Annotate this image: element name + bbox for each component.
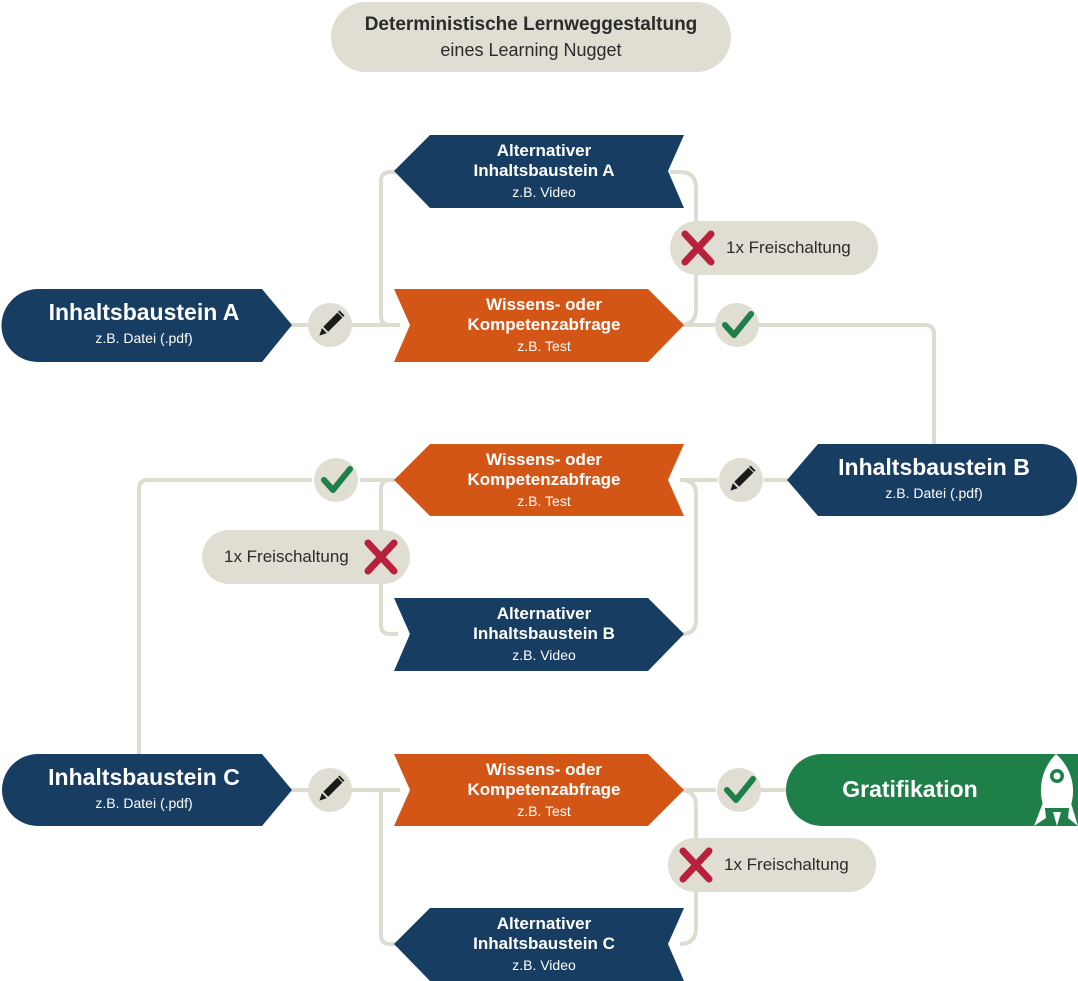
diagram-subtitle: eines Learning Nugget [440,40,622,60]
check-icon [314,458,358,502]
rocket-icon [1034,754,1078,826]
unlock-pill-2 [202,530,410,584]
diagram-title-pill: Deterministische Lernweggestaltung eines… [331,2,731,72]
cross-icon [679,847,713,883]
content-block-b[interactable] [787,444,1077,516]
quiz-block-1[interactable] [394,289,684,362]
gratification-block[interactable] [786,754,1078,826]
alt-content-block-a[interactable] [394,135,684,208]
diagram-title: Deterministische Lernweggestaltung [364,14,698,35]
quiz-block-2[interactable] [394,444,684,516]
unlock-pill-3 [668,838,876,892]
cross-icon [681,230,715,266]
connector-fork-to-alt-c [379,790,398,946]
connector-check-to-b [758,323,936,445]
alt-content-block-c[interactable] [394,908,684,981]
unlock-label-2: 1x Freischaltung [224,547,349,566]
gratification-label: Gratifikation [842,776,978,802]
connector-lines [137,170,936,946]
unlock-label-1: 1x Freischaltung [726,238,851,257]
unlock-pill-1 [670,221,878,275]
check-icon [717,768,761,812]
alt-content-block-b[interactable] [394,598,684,671]
pencil-icon [308,303,352,347]
unlock-label-3: 1x Freischaltung [724,855,849,874]
check-icon [715,303,759,347]
connector-quiz2-to-alt-b-loop [681,478,698,636]
cross-icon [364,539,398,575]
pencil-icon [719,458,763,502]
connector-fork-to-alt-a [379,170,398,327]
quiz-block-3[interactable] [394,754,684,826]
connector-check-to-c [137,478,312,755]
content-block-c[interactable] [2,754,292,826]
content-block-a[interactable] [1,289,292,362]
pencil-icon [308,768,352,812]
